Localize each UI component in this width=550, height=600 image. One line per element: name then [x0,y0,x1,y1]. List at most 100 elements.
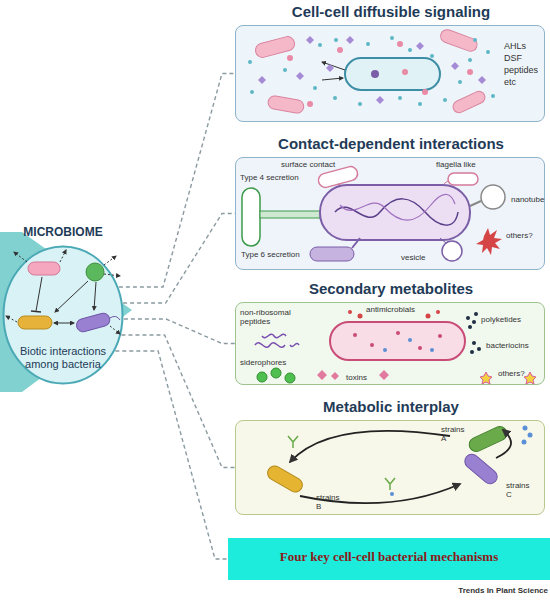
illustration-label: others? [506,231,546,240]
metabolites-illustration [317,370,389,380]
interplay-illustration [265,463,305,494]
metabolites-illustration [470,350,474,354]
metabolites-illustration [477,347,481,351]
signaling-illustration [287,41,473,107]
contact-illustration [352,238,360,248]
illustration-label: others? [498,369,538,378]
circle-outline [4,247,123,384]
illustration-label: siderophores [240,358,300,367]
signaling-illustration [333,96,337,100]
microbiome-bacteria [110,316,120,320]
interplay-illustration [290,431,450,462]
interplay-illustration [385,478,395,490]
signaling-illustration [371,70,379,78]
interplay-illustration [265,424,532,503]
contact-illustration [335,199,458,225]
signaling-illustration [254,35,296,59]
summary-band: Four key cell-cell bacterial mechanisms [228,538,550,580]
interplay-illustration [462,451,500,486]
illustration-label: polyketides [481,315,541,324]
signaling-illustration [358,102,362,106]
microbiome-circle: MICROBIOMEBiotic interactions among bact… [2,245,124,385]
callout-wedge [0,232,132,392]
contact-illustration [440,238,446,243]
signaling-illustration [313,86,317,90]
signaling-illustration [258,36,486,104]
signaling-illustration [248,60,252,64]
illustration-label: vesicle [401,253,441,262]
metabolites-illustration [436,310,440,314]
illustration-label: flagella like [436,160,526,169]
microbiome-bacteria [104,256,116,265]
signaling-illustration [322,78,343,80]
mechanism-panel: Contact-dependent interactionssurface co… [235,157,545,270]
microbiome-bacteria [6,316,17,322]
contact-illustration [340,194,455,220]
metabolites-illustration [353,333,357,337]
panel-title: Cell-cell diffusible signaling [236,3,546,20]
signaling-illustration [422,89,428,95]
signaling-illustration [366,42,370,46]
metabolites-illustration [370,343,374,347]
microbiome-bacteria [18,316,52,329]
microbiome-bacteria [36,277,42,311]
contact-illustration [310,247,354,261]
metabolites-illustration [408,338,412,342]
contact-illustration [242,165,505,261]
signaling-illustration [443,98,447,102]
signaling-illustration [248,28,495,115]
microbiome-bacteria [104,274,120,276]
microbiome-bacteria [28,262,60,275]
metabolites-illustration [430,348,434,352]
metabolites-illustration [383,348,387,352]
metabolites-illustration [468,325,472,329]
microbiome-bacteria [31,311,41,312]
contact-illustration [442,241,462,261]
mechanism-panel: Metabolic interplaystrains Astrains Bstr… [235,420,545,515]
signaling-illustration [250,90,254,94]
contact-illustration [438,181,448,197]
metabolites-illustration [353,331,442,350]
metabolites-illustration [257,368,295,383]
metabolites-illustration [480,372,536,384]
metabolites-illustration [257,372,267,382]
metabolites-illustration [383,338,434,352]
mechanism-panel: Cell-cell diffusible signalingAHLs DSF p… [235,25,545,122]
illustration-label: strains C [506,481,542,499]
contact-illustration [476,228,502,255]
signaling-illustration [283,68,287,72]
panel-title: Secondary metabolites [236,280,546,297]
dashed-connector [124,319,235,344]
signaling-illustration [287,55,293,61]
metabolites-illustration [255,334,299,347]
contact-illustration [320,185,470,240]
signaling-illustration [398,96,402,100]
interplay-illustration [467,424,509,454]
metabolites-illustration [472,341,476,345]
contact-illustration [470,201,481,206]
signaling-illustration [307,101,313,107]
interplay-illustration [528,433,533,438]
signaling-illustration [468,58,472,62]
metabolites-illustration [348,310,440,319]
metabolites-illustration [466,312,481,354]
signaling-illustration [439,28,479,53]
interplay-illustration [288,436,298,448]
contact-illustration [260,211,320,218]
signaling-illustration [318,43,322,47]
interplay-illustration [288,436,395,490]
interplay-illustration [390,492,394,496]
signaling-illustration [418,102,422,106]
microbiome-bacteria [110,326,120,334]
metabolites-illustration [426,314,431,319]
signaling-illustration [458,80,462,84]
signaling-illustration [390,36,394,40]
dashed-connector [121,335,235,468]
interplay-illustration [523,426,528,431]
dashed-connector [115,351,228,559]
signaling-illustration [334,38,338,42]
signaling-illustration [337,47,343,53]
microbiome-bacteria [94,282,96,310]
